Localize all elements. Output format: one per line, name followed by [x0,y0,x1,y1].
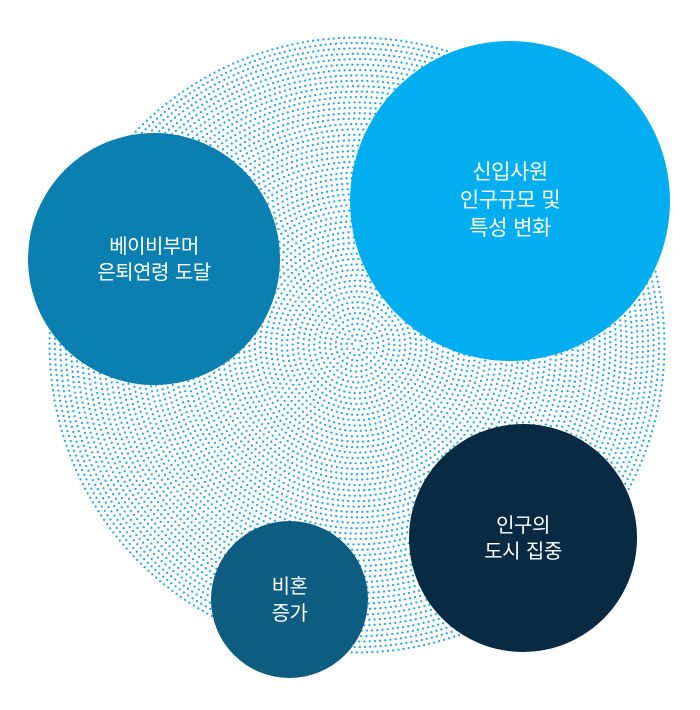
bubble-unmarried-increase: 비혼 증가 [211,521,368,678]
bubble-text-line: 인구의 [496,512,550,538]
bubble-text-line: 비혼 [272,573,308,599]
bubble-babyboomer-retirement: 베이비부머 은퇴연령 도달 [28,133,280,385]
bubble-label: 신입사원 인구규모 및 특성 변화 [460,159,560,242]
bubble-text-line: 증가 [272,600,308,626]
bubble-text-line: 특성 변화 [469,215,550,243]
bubble-text-line: 신입사원 [472,159,547,187]
bubble-urban-concentration: 인구의 도시 집중 [409,424,637,652]
bubble-new-hire-population: 신입사원 인구규모 및 특성 변화 [350,41,670,361]
bubble-text-line: 도시 집중 [484,538,561,564]
bubble-text-line: 은퇴연령 도달 [97,259,210,285]
bubble-text-line: 베이비부머 [109,233,199,259]
bubble-label: 인구의 도시 집중 [484,512,561,565]
bubble-label: 베이비부머 은퇴연령 도달 [97,233,210,286]
bubble-text-line: 인구규모 및 [460,187,560,215]
bubble-label: 비혼 증가 [272,573,308,626]
